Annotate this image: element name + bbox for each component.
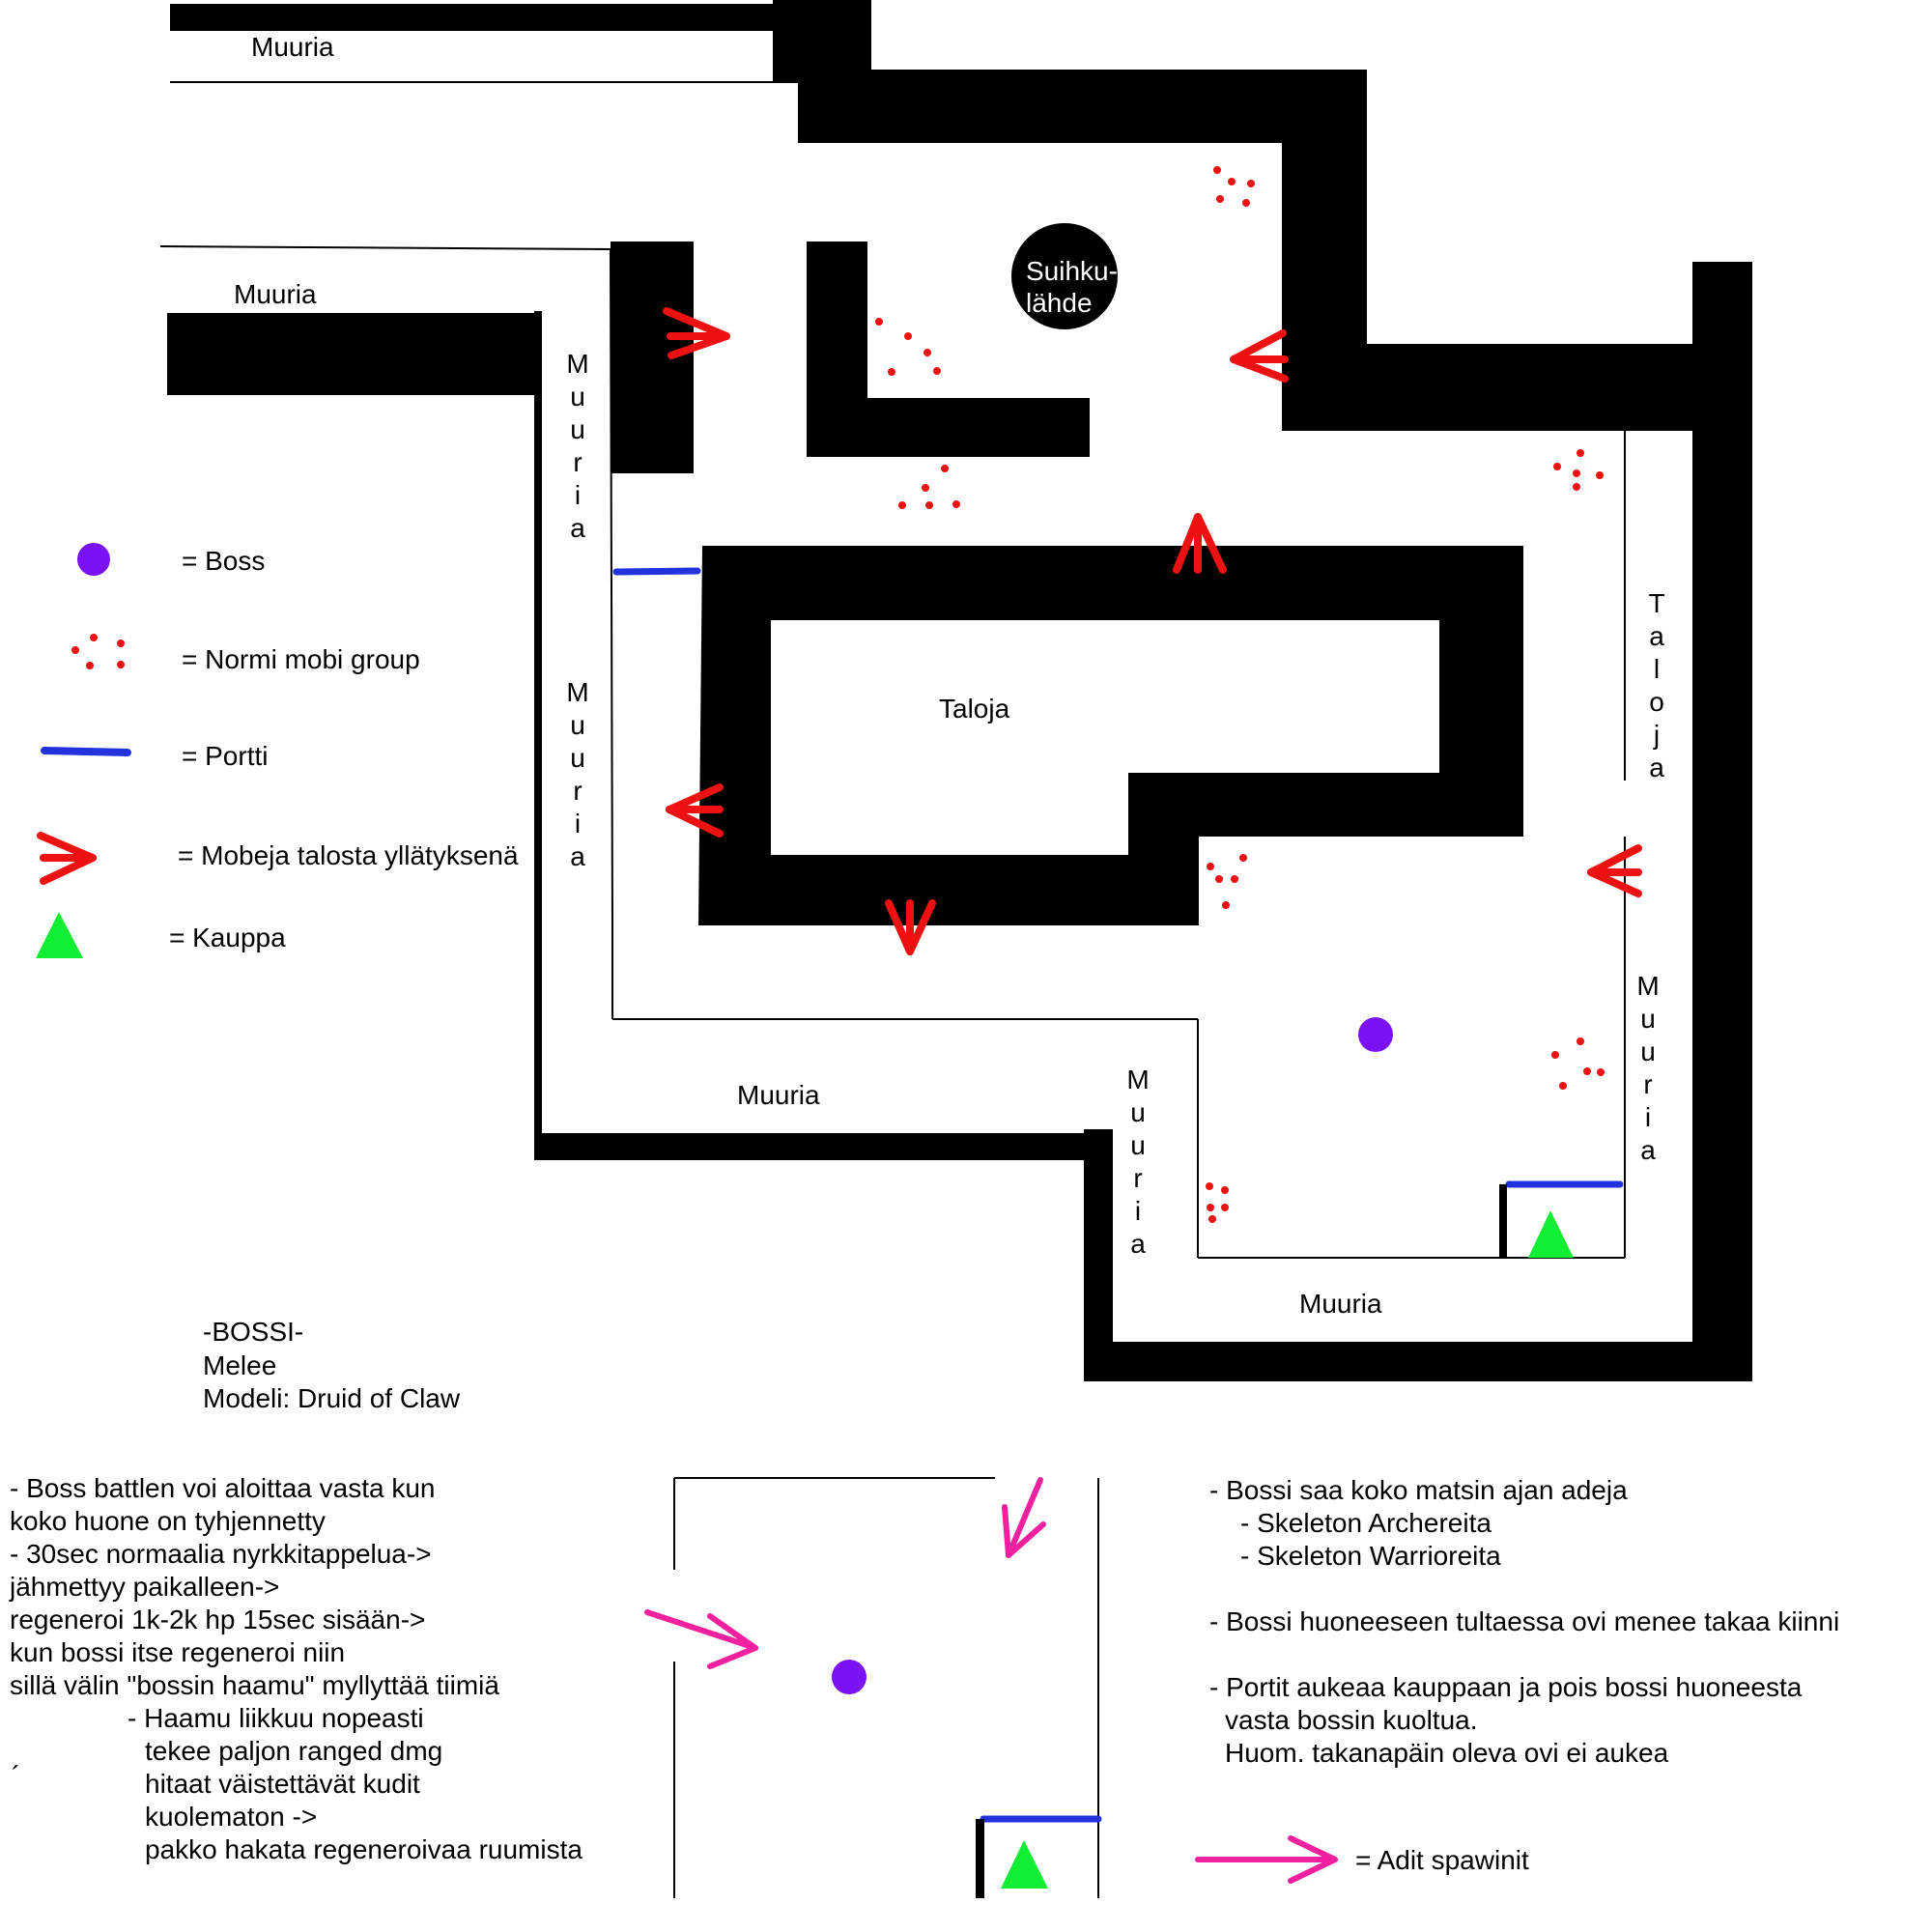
add-arrow-1	[1002, 1477, 1046, 1558]
notes-right: - Bossi saa koko matsin ajan adeja - Ske…	[1209, 1475, 1839, 1768]
label-taloja-center: Taloja	[939, 694, 1010, 724]
note-line: - Skeleton Warrioreita	[1240, 1541, 1501, 1571]
label-taloja-right: Taloja	[1443, 394, 1515, 424]
note-line: - Bossi huoneeseen tultaessa ovi menee t…	[1209, 1606, 1839, 1636]
legend-boss-swatch	[77, 543, 110, 576]
legend-adds-text: = Adit spawinit	[1355, 1845, 1529, 1875]
wall-top-left	[170, 4, 779, 31]
houses-top-l	[798, 70, 1698, 431]
ambush-arrows	[663, 307, 1642, 955]
shop-triangle-boss-room	[1001, 1840, 1048, 1889]
note-line: tekee paljon ranged dmg	[145, 1736, 442, 1766]
wall-top-corner	[773, 0, 871, 83]
fountain-label-2: lähde	[1026, 288, 1093, 318]
houses-center-ring	[698, 546, 1523, 925]
boss-boss-room	[832, 1660, 867, 1694]
note-line: sillä välin "bossin haamu" myllyttää tii…	[10, 1670, 499, 1700]
gates	[612, 567, 1624, 1823]
legend-shop-swatch	[36, 912, 83, 958]
wall-east	[1692, 262, 1752, 1380]
note-line: Huom. takanapäin oleva ovi ei aukea	[1225, 1738, 1669, 1768]
mob-group-4	[1553, 449, 1604, 491]
mob-group-7	[1206, 1182, 1229, 1223]
boss-room-shop-post	[976, 1819, 984, 1898]
legend-ambush-text: = Mobeja talosta yllätyksenä	[178, 840, 519, 870]
houses-inner-l	[807, 242, 1090, 457]
label-taloja-top: Taloja	[1060, 111, 1131, 141]
wall-left	[167, 313, 542, 395]
boss-info-line: -BOSSI-	[203, 1317, 303, 1347]
boss-info-line: Melee	[203, 1350, 276, 1380]
mob-group-5	[1207, 854, 1247, 909]
legend-gate-swatch	[41, 747, 131, 756]
gate-west	[612, 567, 701, 576]
label-taloja-inner: Taloja	[858, 419, 929, 449]
shop-triangle-map	[1528, 1210, 1574, 1258]
label-muuria-top: Muuria	[251, 32, 334, 62]
note-line: hitaat väistettävät kudit	[145, 1769, 420, 1799]
mob-groups	[875, 166, 1605, 1223]
legend-mob-swatch	[71, 634, 125, 669]
note-line: regeneroi 1k-2k hp 15sec sisään->	[10, 1605, 425, 1634]
map-outlines	[159, 81, 1626, 1898]
fountain-circle	[1011, 223, 1118, 329]
label-muuria-mid-bottom: Muuria	[737, 1080, 820, 1110]
note-line: vasta bossin kuoltua.	[1225, 1705, 1478, 1735]
houses-block-west	[611, 242, 694, 473]
note-line: kuolematon ->	[145, 1802, 317, 1832]
mob-group-6	[1551, 1037, 1605, 1090]
legend-gate-text: = Portti	[182, 741, 268, 771]
mob-group-1	[1213, 166, 1255, 207]
boss-info-line: Modeli: Druid of Claw	[203, 1383, 461, 1413]
add-arrow-legend	[1195, 1835, 1338, 1884]
mob-group-3	[898, 465, 960, 509]
shop-post	[1499, 1184, 1507, 1258]
add-arrow-2	[644, 1609, 758, 1669]
legend-mob-text: = Normi mobi group	[182, 644, 420, 674]
label-muuria-left: Muuria	[234, 279, 317, 309]
map-walls	[167, 0, 1752, 1381]
legend: = Boss = Normi mobi group = Portti = Mob…	[36, 543, 1529, 1875]
fountain-label-1: Suihku-	[1026, 256, 1118, 286]
legend-boss-text: = Boss	[182, 546, 265, 576]
boss-map	[1358, 1017, 1393, 1052]
wall-mid-south	[536, 1133, 1113, 1160]
note-line: pakko hakata regeneroivaa ruumista	[145, 1834, 582, 1864]
mob-group-2	[875, 318, 941, 376]
legend-shop-text: = Kauppa	[169, 923, 286, 952]
note-line: - Portit aukeaa kauppaan ja pois bossi h…	[1209, 1672, 1803, 1702]
label-muuria-bottom: Muuria	[1299, 1289, 1382, 1319]
legend-ambush-swatch	[37, 832, 97, 885]
wall-south-post	[1084, 1129, 1113, 1381]
note-line: - Bossi saa koko matsin ajan adeja	[1209, 1475, 1628, 1505]
stray-mark: ´	[12, 1761, 20, 1791]
note-line: - Skeleton Archereita	[1240, 1508, 1492, 1538]
note-line: koko huone on tyhjennetty	[10, 1506, 326, 1536]
add-spawn-arrows	[644, 1477, 1338, 1884]
boss-info: -BOSSI- Melee Modeli: Druid of Claw	[203, 1317, 461, 1413]
note-line: - Haamu liikkuu nopeasti	[128, 1703, 424, 1733]
note-line: jähmettyy paikalleen->	[9, 1572, 279, 1602]
note-line: kun bossi itse regeneroi niin	[10, 1637, 345, 1667]
notes-left: - Boss battlen voi aloittaa vasta kun ko…	[9, 1473, 582, 1864]
note-line: - 30sec normaalia nyrkkitappelua->	[10, 1539, 432, 1569]
wall-south-east	[1084, 1342, 1752, 1381]
wall-west-thin	[534, 311, 542, 1160]
note-line: - Boss battlen voi aloittaa vasta kun	[10, 1473, 435, 1503]
